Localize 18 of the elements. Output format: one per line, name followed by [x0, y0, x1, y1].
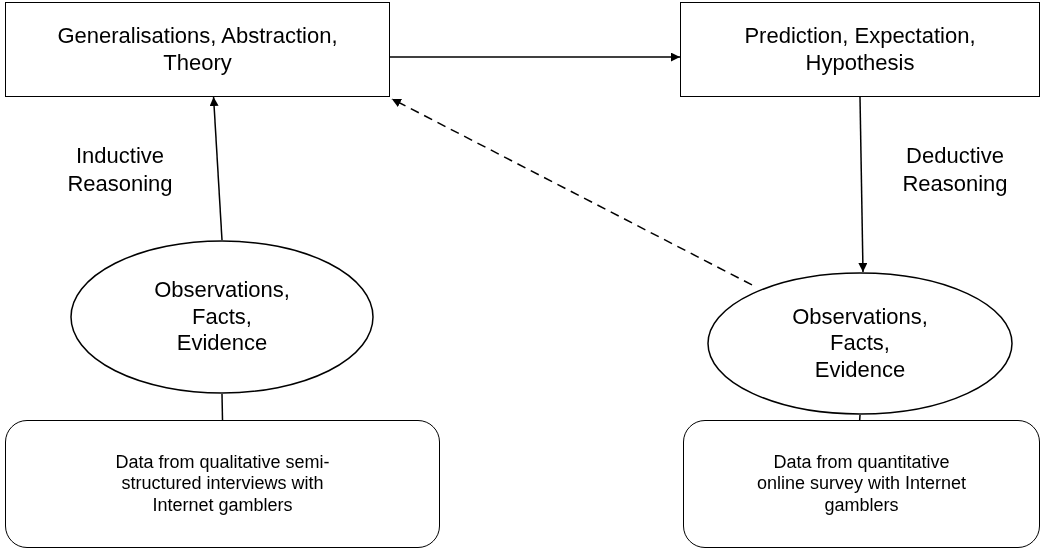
ellipse-node [70, 240, 374, 394]
concept-box [5, 2, 390, 97]
node-label: Observations, Facts, Evidence [791, 303, 929, 384]
arrow [391, 98, 753, 286]
arrow [858, 96, 868, 273]
ellipse-node [707, 272, 1013, 415]
node-label: Generalisations, Abstraction, Theory [56, 23, 339, 76]
node-label: Prediction, Expectation, Hypothesis [743, 23, 977, 76]
connector-line [221, 393, 224, 421]
arrow [389, 52, 681, 62]
concept-box [680, 2, 1040, 97]
data-source-box [683, 420, 1040, 548]
data-source-box [5, 420, 440, 548]
arrow [209, 96, 223, 241]
node-label: Observations, Facts, Evidence [153, 277, 291, 357]
connector-line [858, 414, 861, 421]
description-text: Data from qualitative semi-structured interviews with Internet gamblers [114, 451, 331, 517]
description-text: Data from quantitative online survey with Internet gamblers [755, 451, 968, 517]
